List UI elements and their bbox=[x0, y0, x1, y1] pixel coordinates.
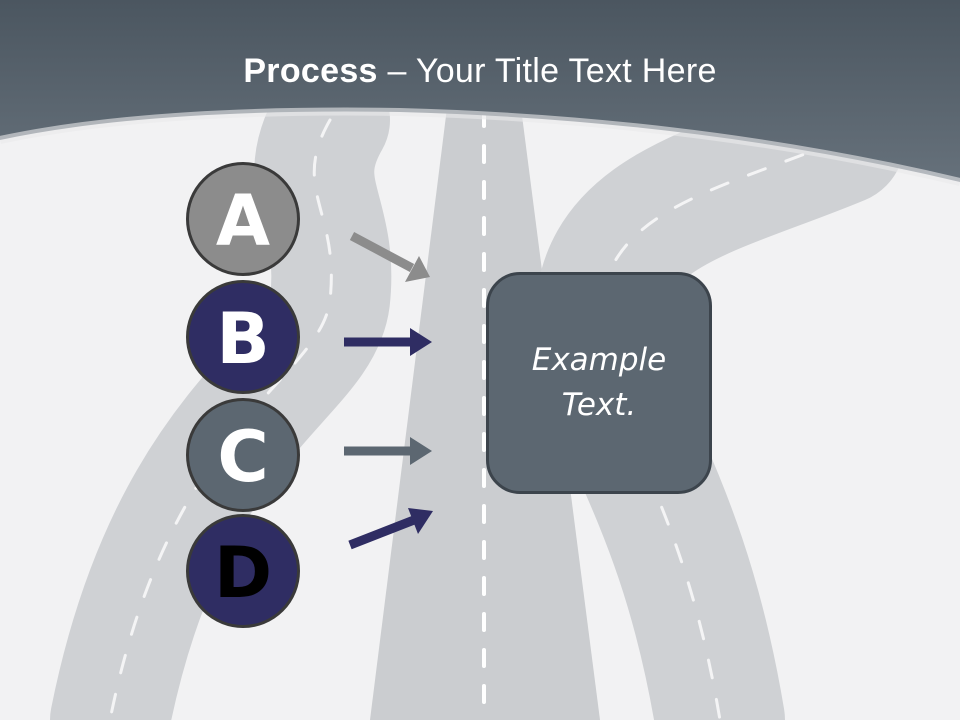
title-rest: – Your Title Text Here bbox=[377, 52, 717, 90]
step-b-circle: B bbox=[186, 280, 300, 394]
arrows bbox=[344, 232, 433, 550]
step-b-label: B bbox=[216, 298, 270, 380]
step-d-label: D bbox=[213, 532, 273, 614]
step-d-circle: D bbox=[186, 514, 300, 628]
page-title: Process – Your Title Text Here bbox=[0, 52, 960, 91]
step-c-circle: C bbox=[186, 398, 300, 512]
box-line-1: Example bbox=[531, 342, 667, 379]
arrow-b bbox=[344, 328, 432, 356]
example-text-box: Example Text. bbox=[486, 272, 712, 494]
box-line-2: Text. bbox=[561, 387, 637, 423]
step-a-circle: A bbox=[186, 162, 300, 276]
arrow-a bbox=[349, 232, 430, 282]
arrow-c bbox=[344, 437, 432, 465]
arrow-d bbox=[348, 508, 433, 550]
step-c-label: C bbox=[217, 416, 269, 498]
title-bold: Process bbox=[243, 52, 378, 90]
step-a-label: A bbox=[215, 180, 271, 262]
